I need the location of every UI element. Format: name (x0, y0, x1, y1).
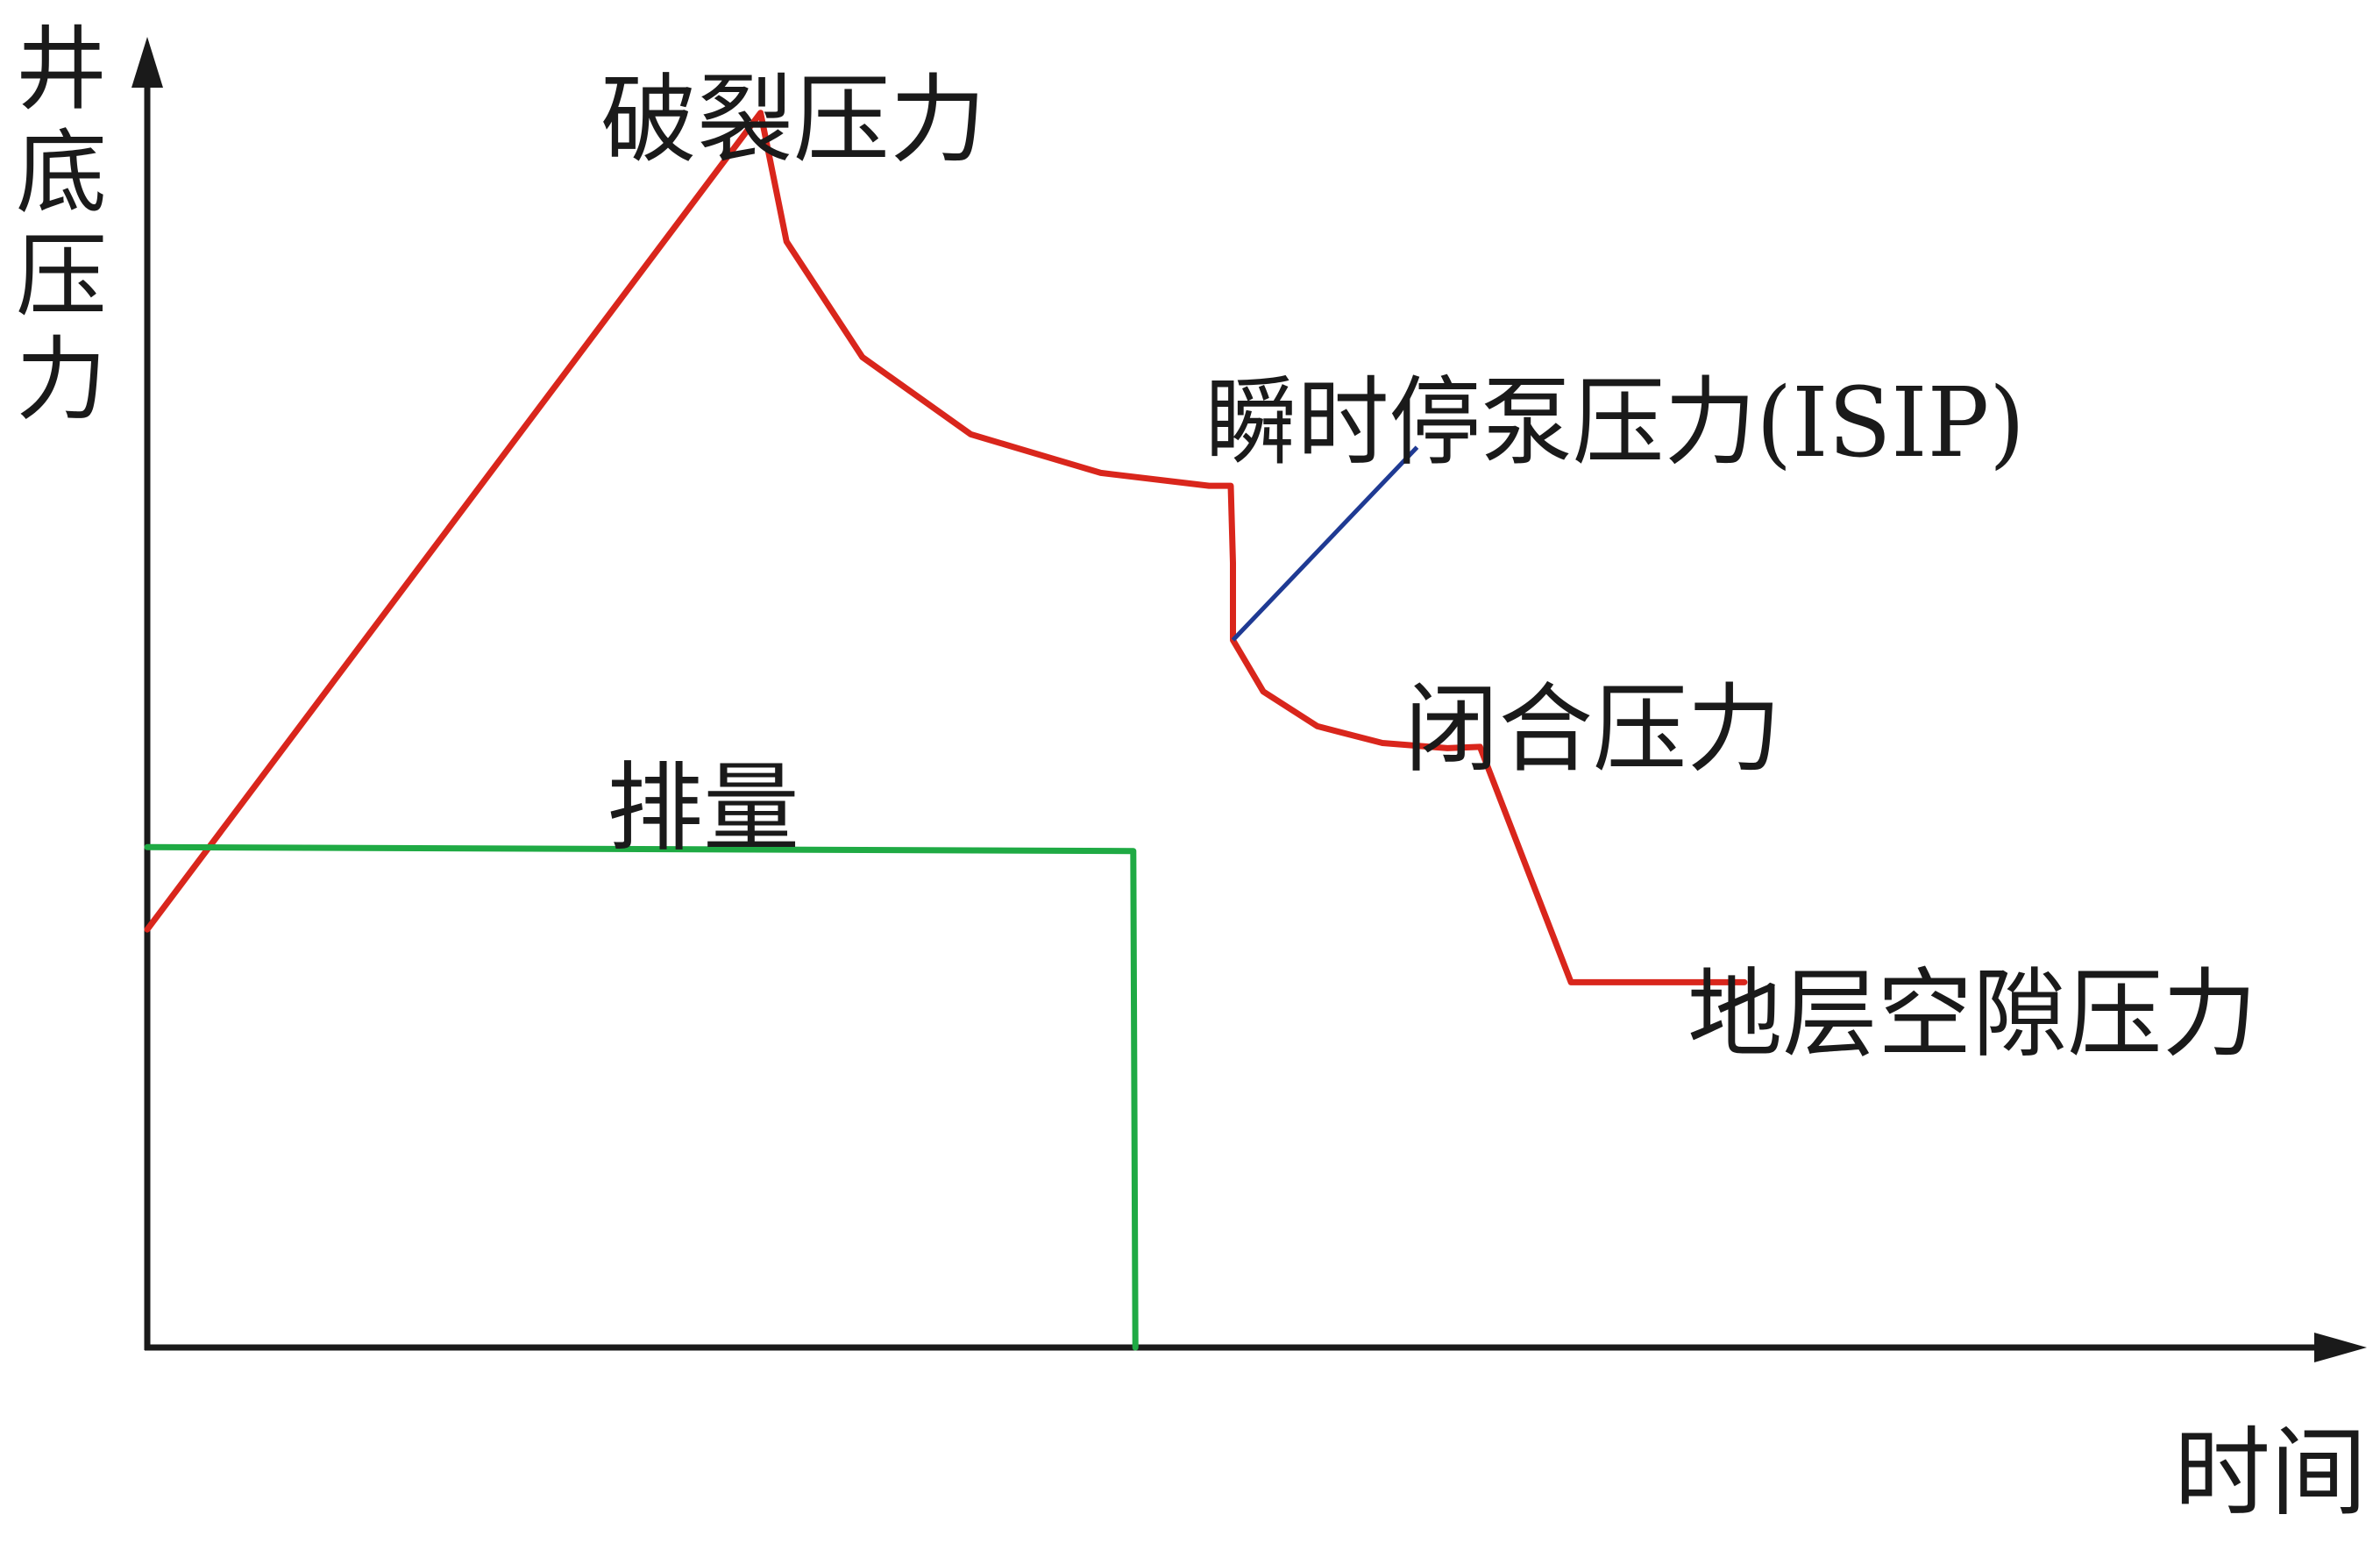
y-axis-label: 井底压力 (16, 16, 107, 433)
y-axis-label-char: 底 (16, 119, 107, 226)
y-axis-label-char: 力 (16, 326, 107, 433)
x-axis-arrow (2314, 1333, 2367, 1362)
series-line-pressure (144, 110, 1748, 985)
series-line-rate (144, 843, 1139, 1351)
pore-pressure-label: 地层空隙压力 (1687, 958, 2257, 1070)
y-axis-label-char: 压 (16, 223, 107, 330)
breakdown-pressure-label: 破裂压力 (600, 64, 986, 176)
x-axis-label: 时间 (2174, 1417, 2367, 1529)
y-axis-label-char: 井 (16, 16, 107, 123)
rate-label: 排量 (607, 752, 799, 864)
isip-label: 瞬时停泵压力(ISIP) (1205, 366, 2025, 479)
isip-leader-line (1231, 445, 1419, 642)
y-axis-arrow (131, 37, 163, 88)
closure-pressure-label: 闭合压力 (1404, 673, 1781, 786)
